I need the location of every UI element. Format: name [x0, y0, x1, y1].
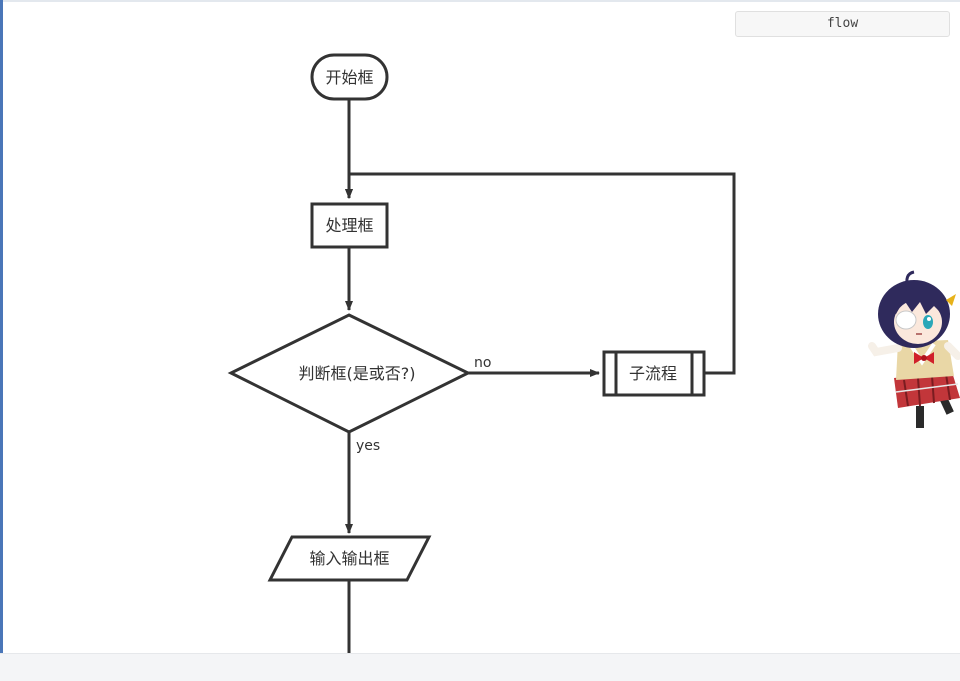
- subroutine-node: 子流程: [602, 350, 706, 397]
- subroutine-node-label: 子流程: [629, 364, 677, 383]
- code-language-label: flow: [735, 11, 950, 37]
- page-left-edge: [0, 0, 3, 654]
- process-node: 处理框: [310, 202, 389, 249]
- inputoutput-node-label: 输入输出框: [309, 549, 389, 568]
- edge-label-no: no: [474, 355, 491, 371]
- page-bottom-bar: [0, 653, 960, 681]
- page-top-edge: [0, 0, 960, 2]
- start-node: 开始框: [310, 53, 389, 101]
- process-node-label: 处理框: [325, 216, 373, 235]
- anime-girl-mascot-icon: [868, 270, 960, 428]
- condition-node-label: 判断框(是或否?): [299, 364, 416, 383]
- edge-subroutine-to-process: [345, 172, 736, 375]
- condition-node: 判断框(是或否?): [227, 313, 472, 434]
- start-node-label: 开始框: [325, 68, 373, 87]
- inputoutput-node: 输入输出框: [267, 535, 432, 582]
- edge-label-yes: yes: [356, 438, 380, 454]
